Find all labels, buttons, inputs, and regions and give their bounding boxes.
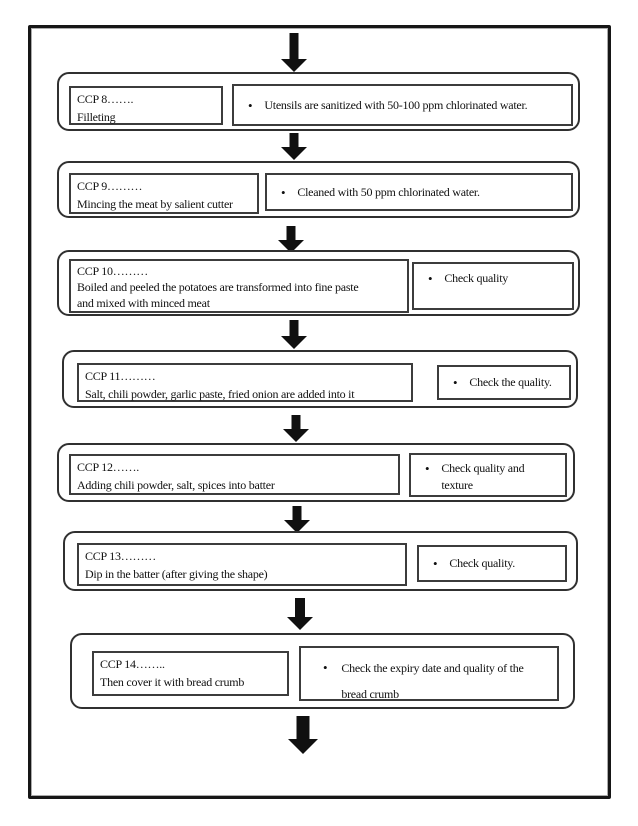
step-description: Adding chili powder, salt, spices into b… bbox=[77, 478, 275, 492]
down-arrow-icon bbox=[284, 506, 310, 533]
ccp-number: CCP 12……. bbox=[77, 460, 139, 474]
step-note-box: • Check quality and texture bbox=[409, 453, 567, 497]
arrow-head bbox=[281, 59, 307, 72]
arrow-head bbox=[283, 429, 309, 442]
arrow-head bbox=[287, 617, 313, 630]
ccp-number: CCP 9……… bbox=[77, 179, 143, 193]
arrow-head bbox=[278, 240, 304, 253]
step-label-box: CCP 10……… Boiled and peeled the potatoes… bbox=[69, 259, 409, 313]
bullet-icon: • bbox=[428, 271, 433, 286]
arrow-shaft bbox=[286, 226, 296, 240]
step-label-box: CCP 11……… Salt, chili powder, garlic pas… bbox=[77, 363, 413, 402]
ccp-number: CCP 10……… bbox=[77, 264, 148, 278]
bullet-icon: • bbox=[433, 556, 438, 571]
step-label-box: CCP 12……. Adding chili powder, salt, spi… bbox=[69, 454, 400, 495]
arrow-shaft bbox=[296, 716, 310, 739]
step-note-text: Utensils are sanitized with 50-100 ppm c… bbox=[264, 97, 528, 112]
step-note-text: Cleaned with 50 ppm chlorinated water. bbox=[297, 184, 480, 199]
step-description: Mincing the meat by salient cutter bbox=[77, 197, 233, 211]
arrow-head bbox=[288, 739, 318, 754]
step-description: Dip in the batter (after giving the shap… bbox=[85, 567, 268, 581]
step-note-box: • Cleaned with 50 ppm chlorinated water. bbox=[265, 173, 573, 211]
step-description: Then cover it with bread crumb bbox=[100, 675, 245, 689]
step-note-box: • Check quality. bbox=[417, 545, 567, 582]
arrow-shaft bbox=[289, 133, 299, 147]
ccp-number: CCP 13……… bbox=[85, 549, 156, 563]
step-note-box: • Check the expiry date and quality of t… bbox=[299, 646, 559, 701]
ccp-number: CCP 14…….. bbox=[100, 657, 165, 671]
step-description: Boiled and peeled the potatoes are trans… bbox=[77, 280, 359, 310]
down-arrow-icon bbox=[281, 33, 307, 72]
arrow-shaft bbox=[295, 598, 305, 617]
down-arrow-icon bbox=[281, 320, 307, 349]
down-arrow-icon bbox=[281, 133, 307, 160]
arrow-head bbox=[284, 520, 310, 533]
down-arrow-icon bbox=[286, 598, 314, 630]
arrow-shaft bbox=[289, 320, 299, 336]
flow-step-ccp12: CCP 12……. Adding chili powder, salt, spi… bbox=[57, 443, 575, 502]
step-note-text: Check quality bbox=[444, 271, 509, 285]
step-label-box: CCP 8……. Filleting bbox=[69, 86, 223, 125]
step-note-text: Check the quality. bbox=[469, 375, 552, 389]
step-note-box: • Check quality bbox=[412, 262, 574, 310]
bullet-icon: • bbox=[248, 97, 253, 113]
flow-step-ccp10: CCP 10……… Boiled and peeled the potatoes… bbox=[57, 250, 580, 316]
ccp-number: CCP 8……. bbox=[77, 92, 134, 106]
arrow-head bbox=[281, 336, 307, 349]
arrow-head bbox=[281, 147, 307, 160]
down-arrow-icon bbox=[278, 226, 304, 253]
down-arrow-icon bbox=[283, 415, 309, 442]
step-note-text: Check the expiry date and quality of the… bbox=[341, 661, 524, 701]
arrow-shaft bbox=[289, 33, 299, 59]
arrow-shaft bbox=[291, 415, 301, 429]
step-label-box: CCP 13……… Dip in the batter (after givin… bbox=[77, 543, 407, 586]
flow-step-ccp13: CCP 13……… Dip in the batter (after givin… bbox=[63, 531, 578, 591]
down-arrow-icon bbox=[288, 716, 318, 754]
bullet-icon: • bbox=[453, 375, 458, 390]
step-note-box: • Utensils are sanitized with 50-100 ppm… bbox=[232, 84, 573, 126]
flow-step-ccp8: CCP 8……. Filleting • Utensils are saniti… bbox=[57, 72, 580, 131]
step-note-text: Check quality. bbox=[449, 556, 516, 570]
ccp-number: CCP 11……… bbox=[85, 369, 156, 383]
step-label-box: CCP 9……… Mincing the meat by salient cut… bbox=[69, 173, 259, 214]
flow-step-ccp11: CCP 11……… Salt, chili powder, garlic pas… bbox=[62, 350, 578, 408]
step-description: Filleting bbox=[77, 110, 116, 124]
step-description: Salt, chili powder, garlic paste, fried … bbox=[85, 387, 355, 401]
step-note-text: Check quality and texture bbox=[441, 461, 525, 492]
step-label-box: CCP 14…….. Then cover it with bread crum… bbox=[92, 651, 289, 696]
flow-step-ccp9: CCP 9……… Mincing the meat by salient cut… bbox=[57, 161, 580, 218]
step-note-box: • Check the quality. bbox=[437, 365, 571, 400]
bullet-icon: • bbox=[323, 660, 328, 675]
arrow-shaft bbox=[292, 506, 302, 520]
bullet-icon: • bbox=[425, 461, 430, 476]
bullet-icon: • bbox=[281, 184, 286, 200]
flow-step-ccp14: CCP 14…….. Then cover it with bread crum… bbox=[70, 633, 575, 709]
